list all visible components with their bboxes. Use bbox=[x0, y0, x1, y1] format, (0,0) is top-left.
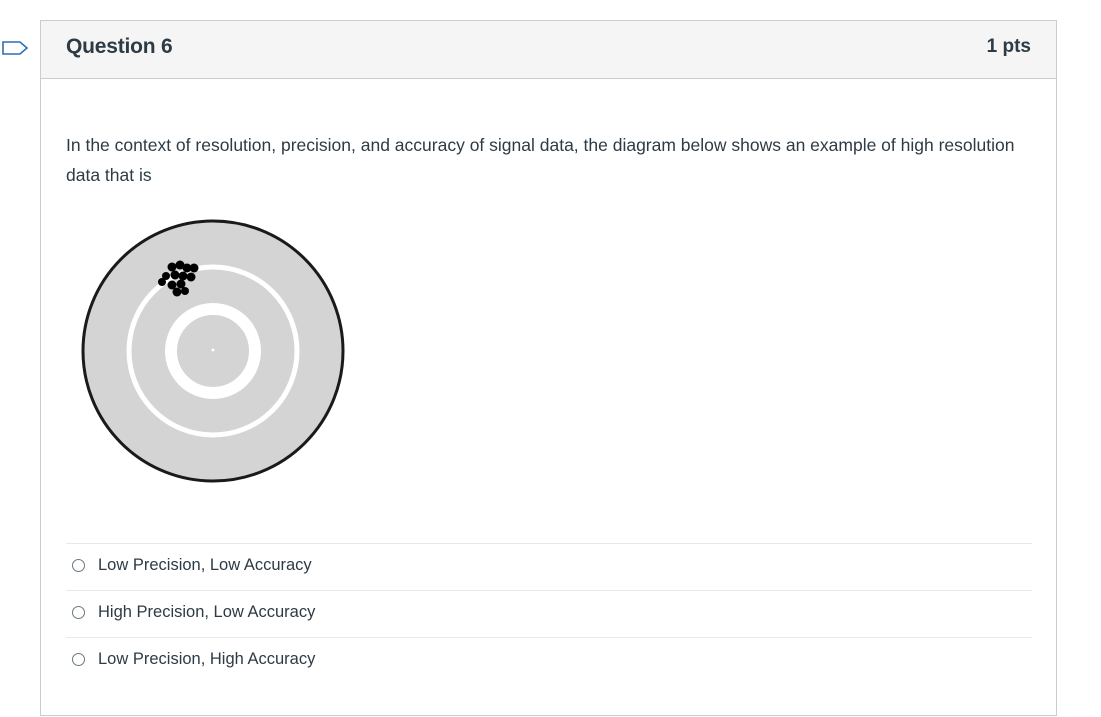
question-header: Question 6 1 pts bbox=[41, 21, 1056, 79]
flag-question-icon[interactable] bbox=[0, 36, 30, 60]
radio-button[interactable] bbox=[72, 559, 85, 572]
question-card: Question 6 1 pts In the context of resol… bbox=[40, 20, 1057, 716]
question-points: 1 pts bbox=[986, 36, 1031, 57]
target-diagram-image bbox=[79, 215, 351, 487]
answer-list: Low Precision, Low Accuracy High Precisi… bbox=[66, 543, 1032, 684]
shot-cluster bbox=[158, 260, 199, 297]
answer-option-3[interactable]: Low Precision, High Accuracy bbox=[66, 637, 1032, 684]
answer-label: Low Precision, Low Accuracy bbox=[98, 556, 312, 574]
answer-label: High Precision, Low Accuracy bbox=[98, 603, 316, 621]
radio-button[interactable] bbox=[72, 653, 85, 666]
answer-label: Low Precision, High Accuracy bbox=[98, 650, 316, 668]
question-text: In the context of resolution, precision,… bbox=[66, 135, 1015, 185]
radio-button[interactable] bbox=[72, 606, 85, 619]
question-title: Question 6 bbox=[66, 35, 173, 58]
answer-option-1[interactable]: Low Precision, Low Accuracy bbox=[66, 543, 1032, 590]
answer-option-2[interactable]: High Precision, Low Accuracy bbox=[66, 590, 1032, 637]
